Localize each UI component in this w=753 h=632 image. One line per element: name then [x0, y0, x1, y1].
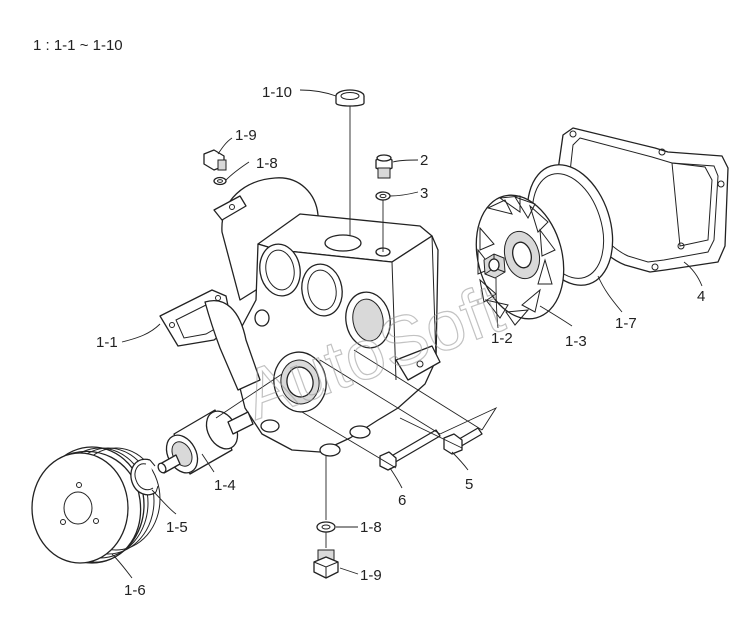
- label-1-1: 1-1: [96, 334, 118, 351]
- plug-1-10-part: [335, 89, 365, 107]
- label-1-8-bottom: 1-8: [360, 519, 382, 536]
- plug-1-9-top-part: [203, 149, 227, 171]
- label-1-7: 1-7: [615, 315, 637, 332]
- label-1-8-top: 1-8: [256, 155, 278, 172]
- label-3: 3: [420, 185, 428, 202]
- impeller-nut-part: [483, 253, 506, 279]
- washer-1-8-bottom-part: [316, 521, 336, 533]
- drain-plug-part: [375, 154, 393, 179]
- shaft-bearing-part: [157, 409, 254, 475]
- label-1-6: 1-6: [124, 582, 146, 599]
- washer-3-part: [375, 191, 391, 201]
- label-1-9-top: 1-9: [235, 127, 257, 144]
- label-1-5: 1-5: [166, 519, 188, 536]
- diagram-range-header: 1 : 1-1 ~ 1-10: [33, 37, 123, 54]
- label-1-9-bottom: 1-9: [360, 567, 382, 584]
- part-labels: 1-10 1-9 1-8 2 3 4 1-7 1-3 1-2 1-1 1-4 1…: [96, 84, 705, 599]
- pump-housing-part: [213, 177, 441, 457]
- washer-1-8-top-part: [213, 176, 227, 186]
- label-6: 6: [398, 492, 406, 509]
- label-1-3: 1-3: [565, 333, 587, 350]
- inlet-elbow-part: [159, 289, 261, 391]
- label-2: 2: [420, 152, 428, 169]
- label-5: 5: [465, 476, 473, 493]
- label-4: 4: [697, 288, 705, 305]
- bolt-5-part: [443, 427, 483, 455]
- impeller-part: [475, 194, 565, 326]
- label-1-10: 1-10: [262, 84, 292, 101]
- snap-ring-part: [130, 458, 159, 496]
- label-1-4: 1-4: [214, 477, 236, 494]
- plug-1-9-bottom-part: [313, 549, 339, 579]
- label-1-2: 1-2: [491, 330, 513, 347]
- pulley-part: [31, 446, 161, 564]
- leader-lines: [111, 89, 703, 579]
